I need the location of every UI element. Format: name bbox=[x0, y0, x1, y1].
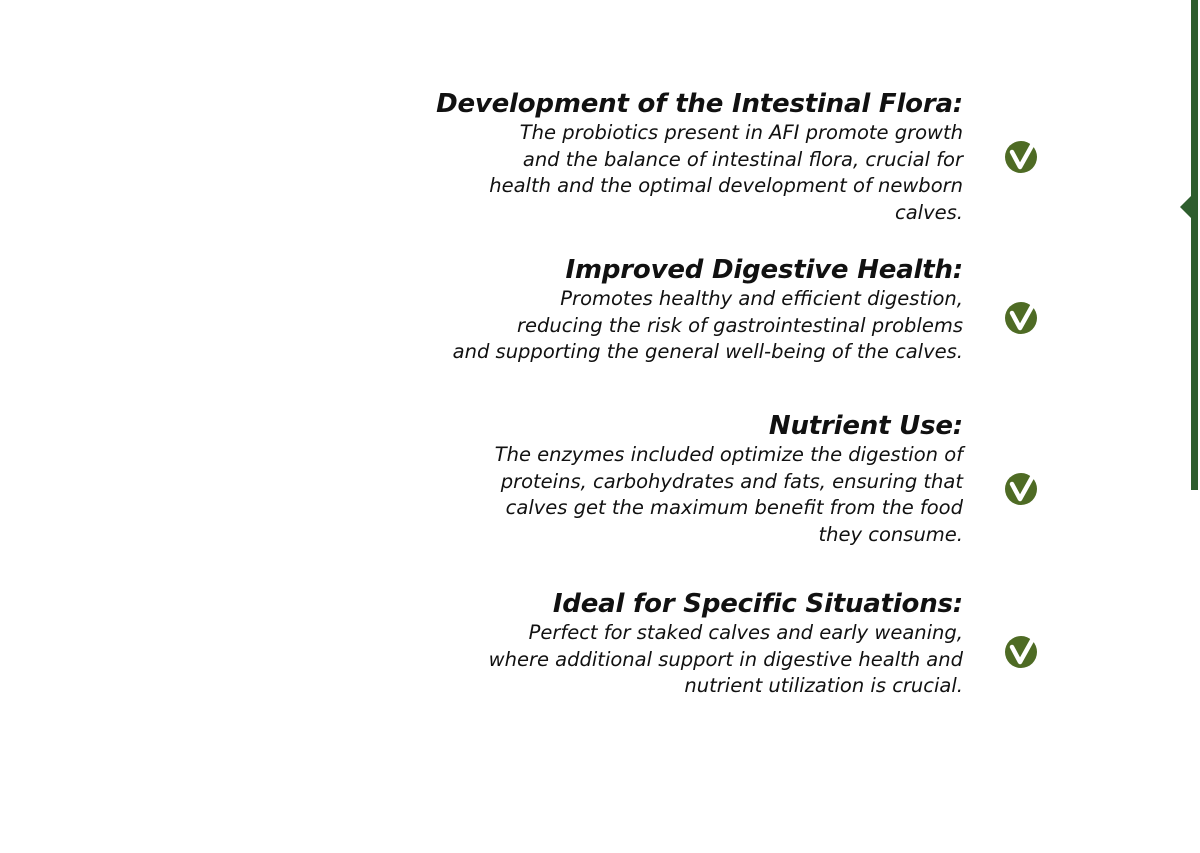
benefit-title: Ideal for Specific Situations: bbox=[552, 589, 963, 619]
checkmark-circle-icon bbox=[1004, 633, 1040, 669]
benefit-line: reducing the risk of gastrointestinal pr… bbox=[516, 313, 963, 337]
benefit-line: Perfect for staked calves and early wean… bbox=[528, 621, 963, 644]
checkmark-circle-icon bbox=[1004, 138, 1040, 174]
benefit-line: where additional support in digestive he… bbox=[488, 647, 963, 671]
accent-bar-notch bbox=[1180, 195, 1192, 219]
checkmark-circle-icon bbox=[1004, 299, 1040, 335]
benefit-line: and the balance of intestinal flora, cru… bbox=[522, 147, 963, 171]
benefit-title: Nutrient Use: bbox=[768, 411, 963, 441]
benefit-line: proteins, carbohydrates and fats, ensuri… bbox=[500, 469, 963, 493]
benefit-specific-situations: Ideal for Specific Situations: Perfect f… bbox=[488, 588, 964, 700]
right-edge-accent-bar bbox=[1191, 0, 1198, 490]
benefit-line: The enzymes included optimize the digest… bbox=[494, 443, 963, 466]
benefit-line: nutrient utilization is crucial. bbox=[684, 674, 963, 697]
benefit-line: calves get the maximum benefit from the … bbox=[505, 496, 963, 519]
benefit-nutrient-use: Nutrient Use: The enzymes included optim… bbox=[495, 410, 963, 548]
benefit-line: and supporting the general well-being of… bbox=[452, 340, 963, 363]
benefit-line: Promotes healthy and efficient digestion… bbox=[560, 287, 963, 310]
benefit-title: Development of the Intestinal Flora: bbox=[436, 89, 963, 119]
benefit-line: health and the optimal development of ne… bbox=[489, 174, 963, 197]
benefit-intestinal-flora: Development of the Intestinal Flora: The… bbox=[436, 88, 963, 226]
checkmark-circle-icon bbox=[1004, 470, 1040, 506]
benefit-line: calves. bbox=[895, 200, 963, 224]
benefit-title: Improved Digestive Health: bbox=[565, 255, 964, 285]
benefit-line: they consume. bbox=[818, 522, 963, 546]
benefit-line: The probiotics present in AFI promote gr… bbox=[519, 121, 963, 144]
benefit-digestive-health: Improved Digestive Health: Promotes heal… bbox=[452, 254, 964, 366]
